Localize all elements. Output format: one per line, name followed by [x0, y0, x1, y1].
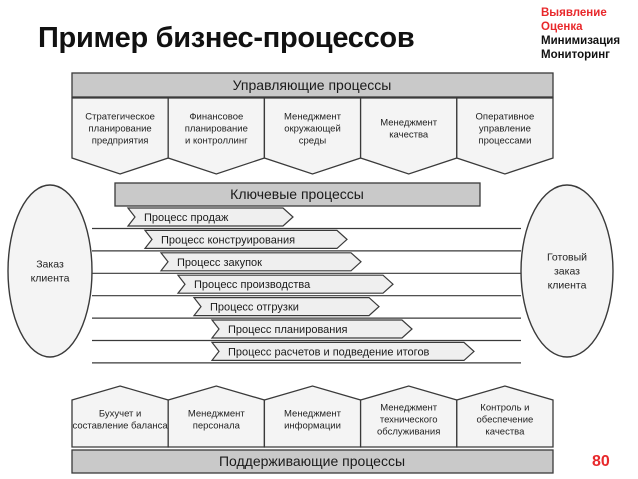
key-process-arrow	[126, 207, 294, 227]
management-process-box	[456, 97, 554, 175]
key-process-label: Процесс продаж	[144, 212, 229, 224]
support-process-label: составление баланса	[73, 421, 169, 432]
support-process-label: Менеджмент	[188, 409, 246, 420]
key-process-arrow	[159, 252, 362, 272]
key-label: Ключевые процессы	[230, 186, 364, 202]
output-text-line: Готовый	[547, 252, 587, 264]
management-label: Управляющие процессы	[233, 77, 392, 93]
key-bar	[114, 182, 481, 207]
key-process-arrow	[210, 319, 413, 339]
support-process-label: персонала	[193, 421, 241, 432]
input-text-line: Заказ	[36, 259, 64, 271]
management-bar	[71, 72, 554, 98]
support-process-label: качества	[485, 427, 525, 438]
management-process-label: планирование	[89, 124, 152, 135]
management-process-label: Оперативное	[476, 112, 535, 123]
status-tag: Мониторинг	[541, 49, 610, 61]
management-process-label: Менеджмент	[380, 118, 438, 129]
management-process-label: предприятия	[92, 136, 149, 147]
input-text-line: клиента	[31, 273, 70, 285]
support-process-label: информации	[284, 421, 341, 432]
key-process-label: Процесс конструирования	[161, 234, 295, 246]
management-process-label: окружающей	[284, 124, 341, 135]
input-oval	[7, 184, 93, 358]
key-process-label: Процесс отгрузки	[210, 302, 299, 314]
support-process-label: обслуживания	[377, 427, 440, 438]
input-label: Заказ клиента	[31, 259, 70, 285]
management-process-label: планирование	[185, 124, 248, 135]
management-processes: СтратегическоепланированиепредприятияФин…	[71, 97, 554, 175]
key-process-arrow	[210, 341, 475, 361]
management-process-label: Менеджмент	[284, 112, 342, 123]
management-process-label: Финансовое	[189, 112, 243, 123]
key-process-arrow	[143, 229, 348, 249]
management-process-label: управление	[479, 124, 531, 135]
management-process-box	[167, 97, 266, 175]
key-process-arrow	[176, 274, 394, 294]
status-tag: Выявление	[541, 7, 607, 19]
key-process-label: Процесс расчетов и подведение итогов	[228, 346, 430, 358]
status-tag: Оценка	[541, 21, 583, 33]
output-text-line: клиента	[548, 280, 587, 292]
support-bar	[71, 449, 554, 474]
status-tag: Минимизация	[541, 35, 621, 47]
key-process-label: Процесс закупок	[177, 257, 262, 269]
slide-title: Пример бизнес-процессов	[38, 22, 415, 54]
management-process-box	[359, 97, 458, 175]
management-process-label: среды	[299, 136, 327, 147]
support-process-box	[456, 385, 554, 448]
management-process-label: процессами	[478, 136, 531, 147]
support-process-label: Контроль и	[480, 403, 529, 414]
support-process-label: обеспечение	[476, 415, 533, 426]
key-process-label: Процесс производства	[194, 279, 311, 291]
key-process-arrow	[192, 297, 380, 317]
output-text-line: заказ	[554, 266, 580, 278]
support-label: Поддерживающие процессы	[219, 453, 405, 469]
management-process-box	[263, 97, 362, 175]
management-process-label: и контроллинг	[185, 136, 248, 147]
management-process-label: качества	[389, 130, 429, 141]
output-oval	[520, 184, 614, 358]
support-process-label: Бухучет и	[99, 409, 142, 420]
management-process-box	[71, 97, 169, 175]
support-process-label: Менеджмент	[284, 409, 342, 420]
output-label: Готовый заказ клиента	[547, 252, 587, 292]
key-process-label: Процесс планирования	[228, 324, 347, 336]
page-number: 80	[592, 453, 610, 470]
support-process-label: технического	[380, 415, 438, 426]
support-process-label: Менеджмент	[380, 403, 438, 414]
management-process-label: Стратегическое	[85, 112, 155, 123]
